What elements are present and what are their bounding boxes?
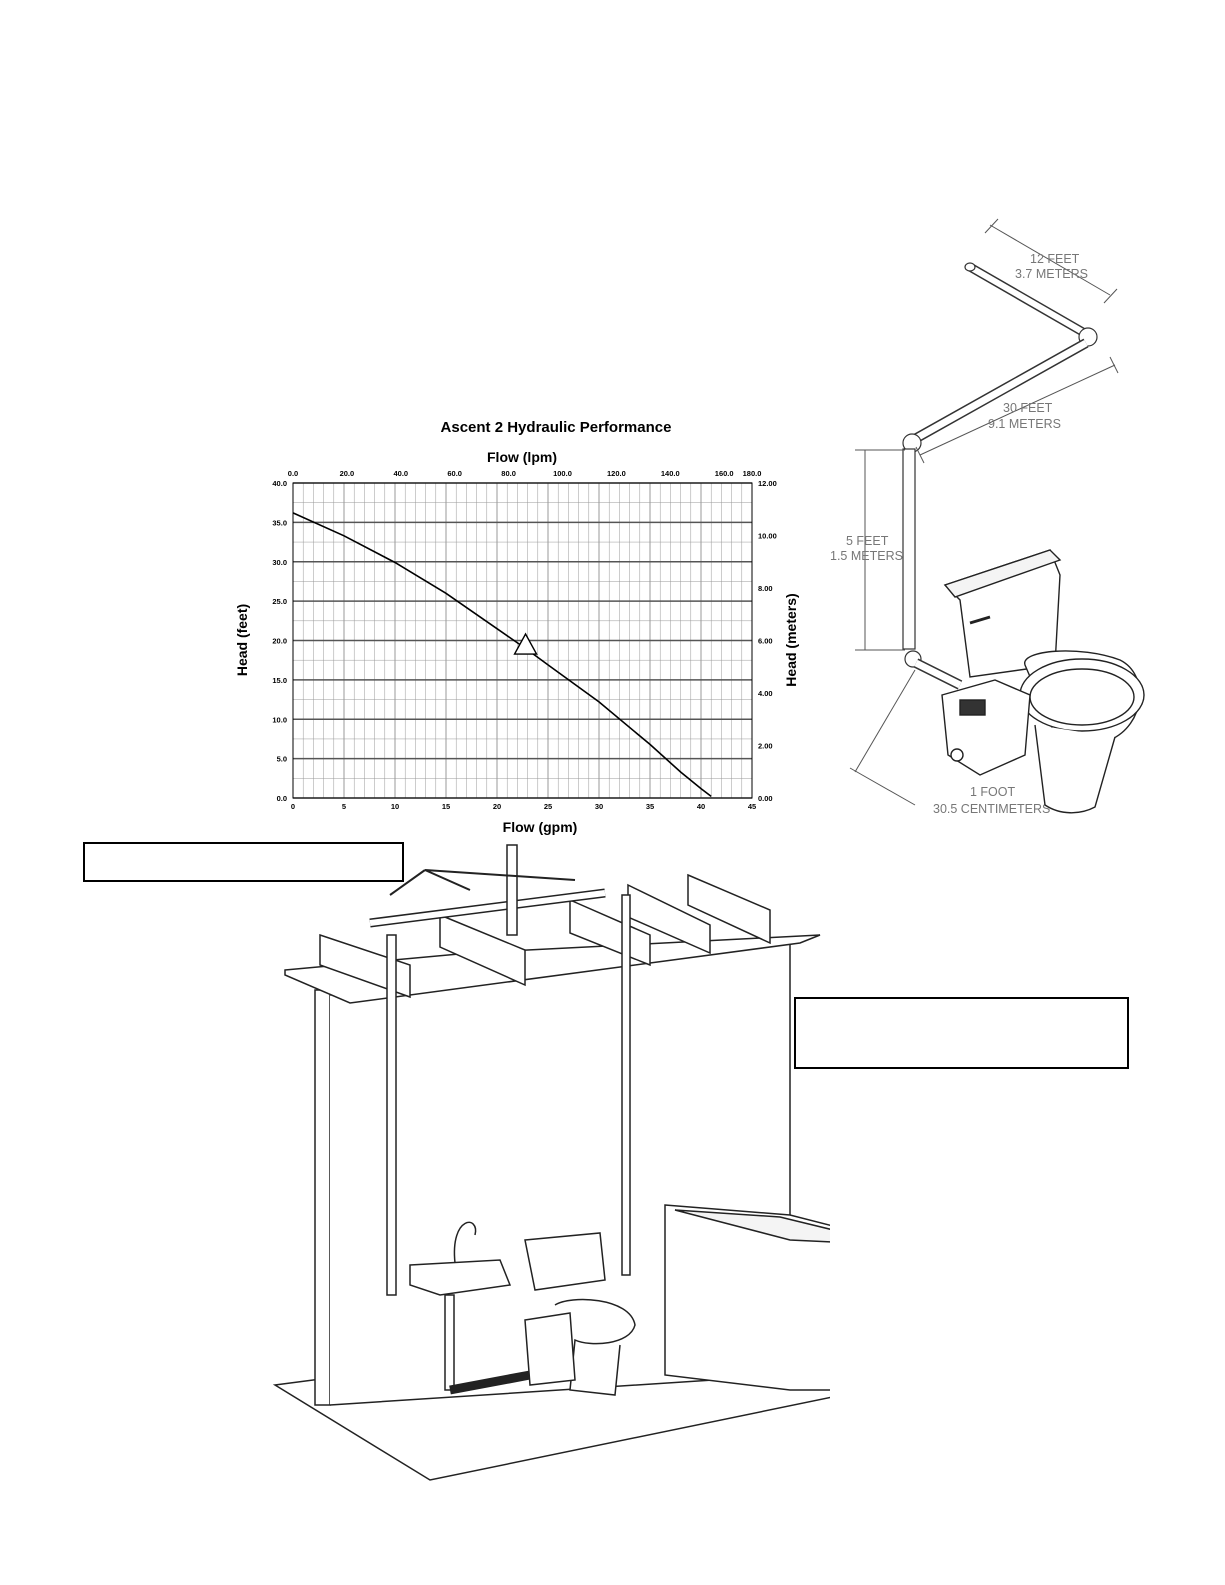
sink-drain-pipe — [444, 1294, 455, 1391]
x2-tick-label: 180.0 — [743, 469, 762, 478]
x2-tick-label: 40.0 — [393, 469, 408, 478]
operating-point-marker — [513, 632, 538, 655]
y2-tick-label: 6.00 — [758, 637, 773, 646]
x-tick-label: 30 — [595, 802, 603, 811]
y2-tick-label: 12.00 — [758, 479, 777, 488]
annotation-box-right — [794, 997, 1129, 1069]
arrow — [389, 869, 576, 896]
x-tick-label: 5 — [342, 802, 346, 811]
overhead-pipe — [369, 890, 606, 926]
bathtub — [664, 1204, 830, 1391]
x2-axis-label: Flow (lpm) — [487, 449, 557, 465]
y-tick-label: 15.0 — [272, 676, 287, 685]
sink — [409, 1259, 512, 1296]
chart-tick-labels: 0 5 10 15 20 25 30 35 40 45 0.0 5.0 10.0 15.0 20.0 25.0… — [272, 469, 776, 811]
y-tick-label: 25.0 — [272, 597, 287, 606]
x2-tick-label: 140.0 — [661, 469, 680, 478]
plot-frame — [292, 482, 753, 799]
x-tick-label: 35 — [646, 802, 654, 811]
pipe-run-12ft — [964, 262, 1098, 347]
x2-tick-label: 120.0 — [607, 469, 626, 478]
bathtub-rim — [674, 1209, 830, 1243]
basement-installation-drawing — [272, 844, 830, 1481]
dim-5ft-label: 5 FEET — [846, 534, 889, 548]
x-tick-label: 40 — [697, 802, 705, 811]
dim-5ft-metric-label: 1.5 METERS — [830, 549, 903, 563]
x-tick-label: 10 — [391, 802, 399, 811]
y-tick-label: 10.0 — [272, 715, 287, 724]
sink-faucet — [453, 1221, 477, 1264]
dim-12ft-metric-label: 3.7 METERS — [1015, 267, 1088, 281]
dim-1ft-label: 1 FOOT — [970, 785, 1016, 799]
x2-tick-label: 100.0 — [553, 469, 572, 478]
dimension-lines — [849, 218, 1119, 806]
drop-pipe — [621, 894, 631, 1276]
joist — [687, 873, 771, 945]
x-tick-label: 0 — [291, 802, 295, 811]
piping-run-diagram: 12 FEET 3.7 METERS 30 FEET 9.1 METERS 5 … — [830, 218, 1145, 816]
x-tick-label: 25 — [544, 802, 552, 811]
x2-tick-label: 0.0 — [288, 469, 298, 478]
y-axis-label: Head (feet) — [234, 604, 250, 676]
x-tick-label: 45 — [748, 802, 756, 811]
drop-pipe — [386, 934, 397, 1296]
dimension-labels: 12 FEET 3.7 METERS 30 FEET 9.1 METERS 5 … — [830, 252, 1088, 816]
dim-12ft-label: 12 FEET — [1030, 252, 1080, 266]
y-tick-label: 5.0 — [277, 755, 287, 764]
y-tick-label: 20.0 — [272, 637, 287, 646]
x-tick-label: 20 — [493, 802, 501, 811]
y-tick-label: 40.0 — [272, 479, 287, 488]
wall-left — [314, 989, 331, 1406]
y2-tick-label: 0.00 — [758, 794, 773, 803]
y-tick-label: 35.0 — [272, 518, 287, 527]
chart-title: Ascent 2 Hydraulic Performance — [441, 419, 672, 436]
dim-30ft-label: 30 FEET — [1003, 401, 1053, 415]
hydraulic-performance-chart: Ascent 2 Hydraulic Performance Flow (lpm… — [234, 419, 799, 835]
y2-tick-label: 8.00 — [758, 584, 773, 593]
vent-pipe — [506, 844, 518, 936]
x-axis-label: Flow (gpm) — [503, 819, 578, 835]
toilet-tank — [524, 1232, 606, 1291]
dim-1ft-metric-label: 30.5 CENTIMETERS — [933, 802, 1050, 816]
x-tick-label: 15 — [442, 802, 450, 811]
x2-tick-label: 160.0 — [715, 469, 734, 478]
chart-grid-major — [293, 482, 752, 799]
dim-30ft-metric-label: 9.1 METERS — [988, 417, 1061, 431]
y-tick-label: 30.0 — [272, 558, 287, 567]
pipe-run-30ft — [902, 338, 1089, 453]
y2-axis-label: Head (meters) — [783, 593, 799, 686]
x2-tick-label: 20.0 — [340, 469, 355, 478]
x2-tick-label: 60.0 — [447, 469, 462, 478]
toilet-with-pump-drawing — [941, 549, 1145, 814]
joist — [439, 913, 526, 987]
macerator-unit — [524, 1312, 576, 1386]
y2-tick-label: 4.00 — [758, 689, 773, 698]
pipe-run-5ft — [902, 448, 963, 690]
x2-tick-label: 80.0 — [501, 469, 516, 478]
annotation-box-left — [83, 842, 404, 882]
y-tick-label: 0.0 — [277, 794, 287, 803]
performance-curve — [292, 512, 712, 798]
floor-pipe — [449, 1370, 531, 1395]
y2-tick-label: 10.00 — [758, 532, 777, 541]
y2-tick-label: 2.00 — [758, 742, 773, 751]
